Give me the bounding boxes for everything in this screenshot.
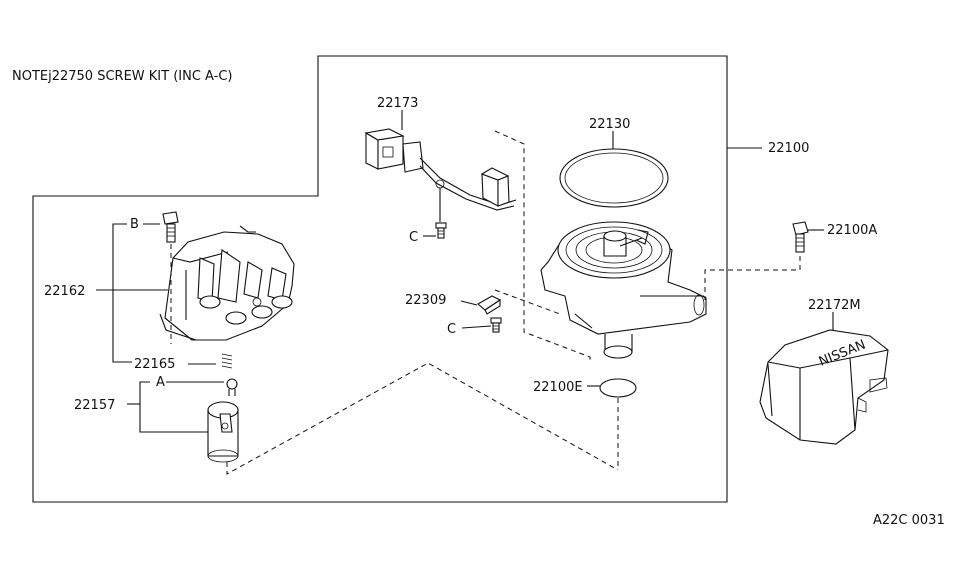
spring-22165 <box>221 353 233 369</box>
assembly-boundary <box>32 55 728 503</box>
label-22130: 22130 <box>589 117 630 132</box>
rotor-22157 <box>207 401 239 463</box>
label-22100: 22100 <box>768 141 809 156</box>
leader-c-lower <box>461 325 492 329</box>
screw-a <box>226 378 238 396</box>
distributor-body <box>540 221 707 359</box>
guide-connector <box>494 130 591 363</box>
screw-c-upper <box>435 222 447 239</box>
guide-22309 <box>494 289 561 315</box>
screw-c-lower <box>490 317 502 333</box>
guide-rotor <box>226 362 619 475</box>
label-c-lower: C <box>447 322 456 337</box>
cap-22162 <box>159 225 295 341</box>
label-22173: 22173 <box>377 96 418 111</box>
label-22162: 22162 <box>44 284 85 299</box>
label-22100E: 22100E <box>533 380 583 395</box>
seal-22100E <box>599 378 637 398</box>
cover-22172M: NISSAN <box>759 329 889 445</box>
label-22172M: 22172M <box>808 298 861 313</box>
leader-22309 <box>460 300 478 306</box>
screw-kit-note: NOTEj22750 SCREW KIT (INC A-C) <box>12 69 233 84</box>
bracket-b-group <box>112 223 160 363</box>
label-22309: 22309 <box>405 293 446 308</box>
label-22100A: 22100A <box>827 223 877 238</box>
o-ring-22130 <box>559 148 669 208</box>
label-b: B <box>130 217 139 232</box>
diagram-code: A22C 0031 <box>873 513 945 528</box>
label-c-upper: C <box>409 230 418 245</box>
guide-bolt <box>704 256 801 300</box>
screw-b <box>162 211 179 243</box>
bolt-22100A <box>792 221 809 253</box>
sensor-bracket <box>480 167 510 207</box>
label-22157: 22157 <box>74 398 115 413</box>
bracket-22309 <box>477 295 502 315</box>
label-a: A <box>156 375 165 390</box>
label-22165: 22165 <box>134 357 175 372</box>
bracket-a-group <box>139 381 224 433</box>
